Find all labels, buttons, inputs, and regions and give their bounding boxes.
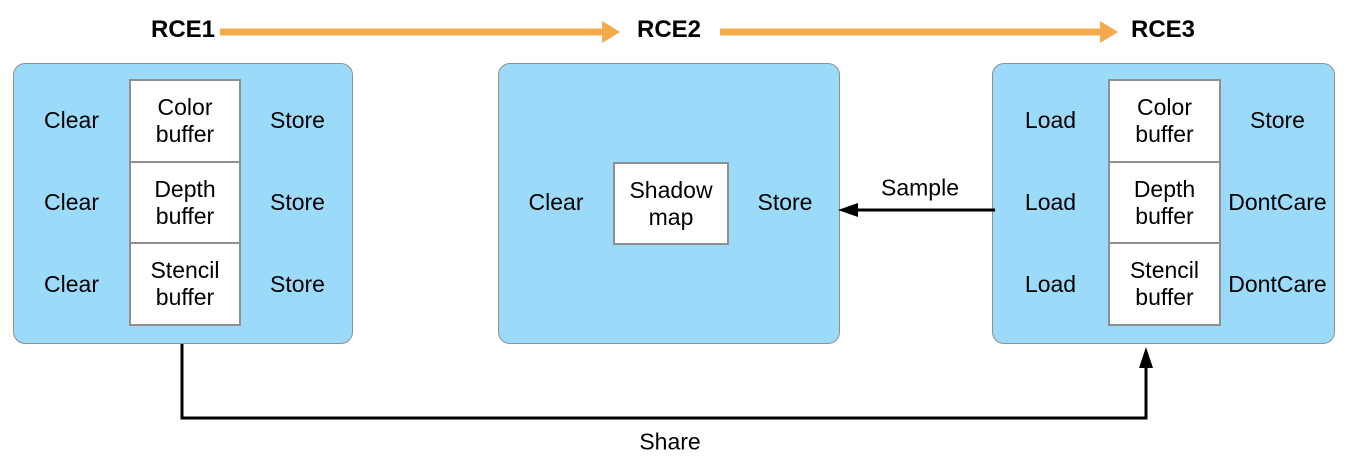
rce1-color-buffer-box: Color buffer [129,79,241,163]
rce1-color-store-action: Store [270,106,325,133]
rce1-stencil-store-action: Store [270,271,325,298]
rce2-shadow-store-action: Store [757,189,813,215]
rce3-load-actions: Load Load Load [993,79,1108,326]
rce3-stencil-load-action: Load [1024,271,1077,298]
timeline-arrow-rce2-to-rce3 [720,21,1118,43]
rce3-encoder-box: Load Load Load Color buffer Depth buffer… [992,63,1335,344]
rce2-shadow-load-action: Clear [528,189,584,215]
rce1-depth-load-action: Clear [44,188,99,215]
rce3-store-actions: Store DontCare DontCare [1221,79,1334,326]
sample-arrow [838,203,995,217]
rce2-store-actions: Store [729,79,841,326]
rce3-depth-buffer-box: Depth buffer [1108,160,1221,245]
rce3-depth-store-action: DontCare [1228,188,1327,215]
rce3-color-load-action: Load [1024,106,1077,133]
rce1-load-actions: Clear Clear Clear [14,79,129,326]
rce1-title: RCE1 [150,16,216,43]
rce2-title: RCE2 [636,16,702,43]
rce1-stencil-buffer-box: Stencil buffer [129,242,241,327]
rce3-depth-load-action: Load [1024,188,1077,215]
rce3-color-buffer-box: Color buffer [1108,79,1221,163]
share-label: Share [639,428,701,455]
rce3-stencil-buffer-box: Stencil buffer [1108,242,1221,327]
rce1-store-actions: Store Store Store [241,79,354,326]
rce1-depth-store-action: Store [270,188,325,215]
rce3-title: RCE3 [1130,16,1196,43]
rce3-buffer-column: Color buffer Depth buffer Stencil buffer [1108,79,1221,327]
rce3-color-store-action: Store [1250,106,1305,133]
rce1-depth-buffer-box: Depth buffer [129,160,241,245]
rce1-stencil-load-action: Clear [44,271,99,298]
rce1-buffer-column: Color buffer Depth buffer Stencil buffer [129,79,241,327]
rce2-shadow-map-box: Shadow map [613,162,729,245]
rce3-stencil-store-action: DontCare [1228,271,1327,298]
rce2-load-actions: Clear [499,79,613,326]
share-arrow [180,344,1153,420]
rce1-color-load-action: Clear [44,106,99,133]
rce1-encoder-box: Clear Clear Clear Color buffer Depth buf… [13,63,353,344]
sample-label: Sample [881,174,959,201]
rce2-encoder-box: Clear Shadow map Store [498,63,840,344]
